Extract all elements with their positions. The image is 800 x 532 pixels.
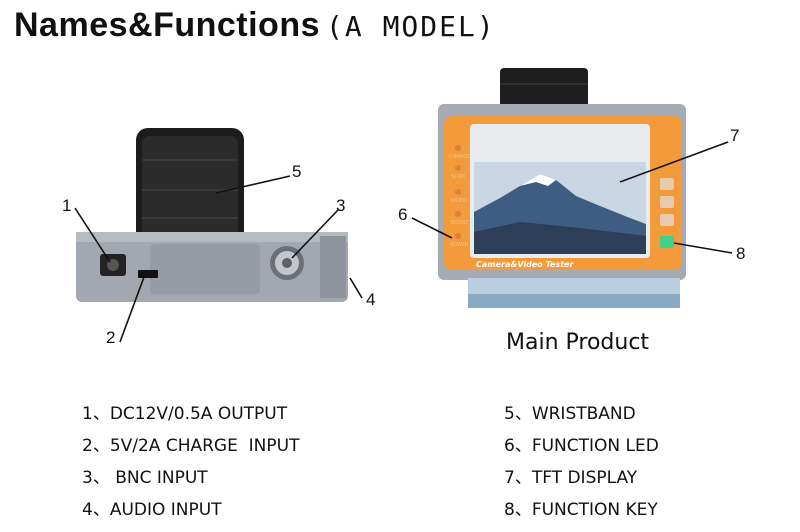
callout-7: 7 (730, 126, 740, 145)
feature-list-right: 5、WRISTBAND 6、FUNCTION LED 7、TFT DISPLAY… (504, 398, 659, 526)
feature-item: 4、AUDIO INPUT (82, 500, 222, 520)
feature-item: 7、TFT DISPLAY (504, 468, 638, 488)
menu-button[interactable] (660, 178, 674, 190)
led-label: VIDEO (451, 198, 467, 204)
wristband-side (136, 128, 244, 246)
device-side-body (76, 232, 348, 302)
device-brand: Camera&Video Tester (476, 260, 574, 269)
callout-1: 1 (62, 196, 72, 215)
callout-4: 4 (366, 290, 376, 309)
feature-item: 2、5V/2A CHARGE INPUT (82, 436, 300, 456)
volume-down-button[interactable] (660, 214, 674, 226)
feature-item: 3、 BNC INPUT (82, 468, 208, 488)
callout-3: 3 (336, 196, 346, 215)
feature-item: 5、WRISTBAND (504, 404, 636, 424)
volume-up-button[interactable] (660, 196, 674, 208)
callout-5: 5 (292, 162, 302, 181)
page-title: Names&Functions(A MODEL) (14, 6, 496, 45)
led-label: CHARGE (449, 154, 470, 160)
feature-item: 6、FUNCTION LED (504, 436, 659, 456)
title-main: Names&Functions (14, 6, 320, 44)
function-led (455, 145, 461, 239)
wristband-front (500, 68, 588, 108)
title-model: (A MODEL) (326, 10, 496, 43)
led-label: BOOST (451, 220, 469, 226)
product-caption: Main Product (506, 330, 650, 355)
feature-list-left: 1、DC12V/0.5A OUTPUT 2、5V/2A CHARGE INPUT… (82, 398, 299, 526)
callout-2: 2 (106, 328, 116, 347)
callout-6: 6 (398, 205, 408, 224)
led-label: POWER (450, 242, 469, 248)
feature-item: 1、DC12V/0.5A OUTPUT (82, 404, 288, 424)
feature-item: 8、FUNCTION KEY (504, 500, 658, 520)
function-key[interactable] (660, 236, 674, 248)
callout-8: 8 (736, 244, 746, 263)
led-label: SCAN (451, 174, 465, 180)
